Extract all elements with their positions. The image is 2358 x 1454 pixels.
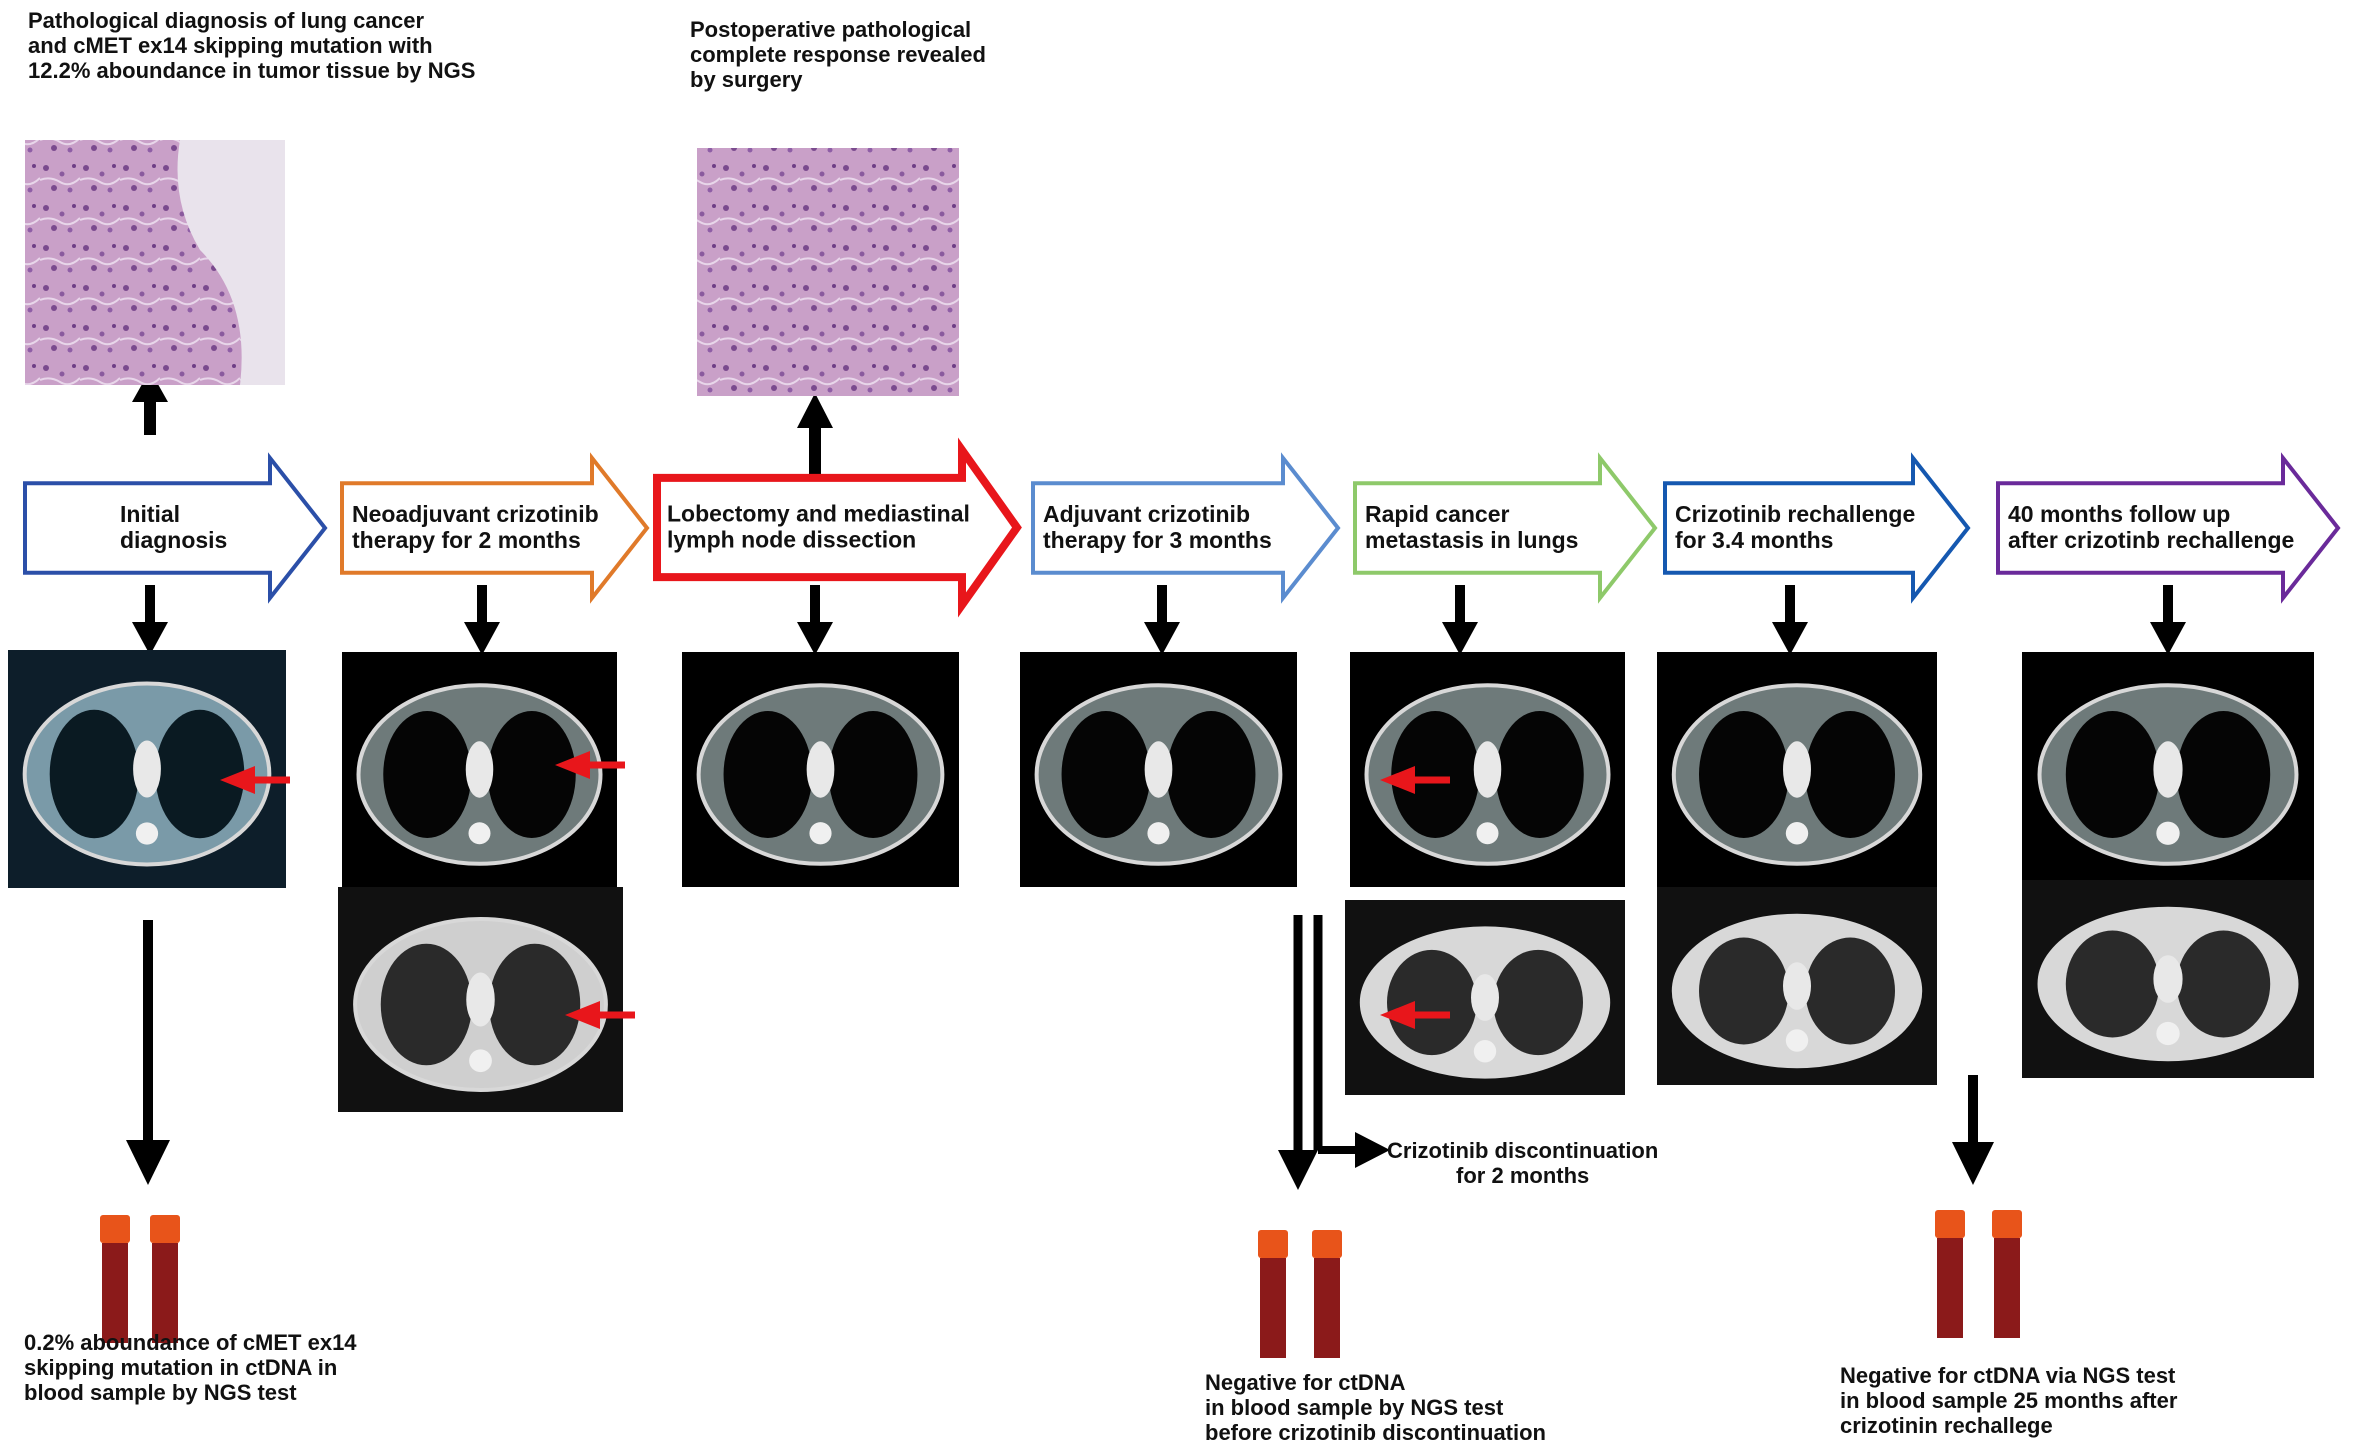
- ctdna-negative-note-2: Negative for ctDNA via NGS test in blood…: [1840, 1363, 2178, 1438]
- lung-window-ct-followup: [2022, 880, 2314, 1078]
- ct-scan-lobectomy: [682, 652, 959, 887]
- blood-tube-metastasis-2: [1312, 1230, 1342, 1358]
- ct-scan-initial: [8, 650, 290, 888]
- blood-tube-rechallenge-2: [1992, 1210, 2022, 1338]
- histology-image-initial: [25, 140, 285, 385]
- postoperative-response-note: Postoperative pathological complete resp…: [690, 17, 986, 92]
- lesion-marker-icon: [220, 766, 255, 794]
- pathology-diagnosis-note: Pathological diagnosis of lung cancer an…: [28, 8, 476, 83]
- lesion-marker-icon: [555, 751, 590, 779]
- ct-scan-adjuvant: [1020, 652, 1297, 887]
- blood-tube-rechallenge-1: [1935, 1210, 1965, 1338]
- lesion-marker-icon: [1380, 1001, 1415, 1029]
- blood-tube-initial-1: [100, 1215, 130, 1343]
- ctdna-negative-note-1: Negative for ctDNA in blood sample by NG…: [1205, 1370, 1546, 1445]
- ctdna-initial-note: 0.2% aboundance of cMET ex14 skipping mu…: [24, 1330, 357, 1405]
- lung-window-ct-neoadjuvant: [338, 887, 635, 1112]
- lung-window-ct-metastasis: [1345, 900, 1625, 1095]
- blood-tube-metastasis-1: [1258, 1230, 1288, 1358]
- discontinuation-note: Crizotinib discontinuation for 2 months: [1387, 1138, 1659, 1188]
- ct-scan-metastasis: [1350, 652, 1625, 887]
- lung-window-ct-rechallenge: [1657, 887, 1937, 1085]
- lesion-marker-icon: [1380, 766, 1415, 794]
- histology-image-postop: [697, 148, 959, 396]
- lesion-marker-icon: [565, 1001, 600, 1029]
- ct-scan-followup: [2022, 652, 2314, 887]
- blood-tube-initial-2: [150, 1215, 180, 1343]
- ct-scan-rechallenge: [1657, 652, 1937, 887]
- ct-scan-neoadjuvant: [342, 652, 625, 887]
